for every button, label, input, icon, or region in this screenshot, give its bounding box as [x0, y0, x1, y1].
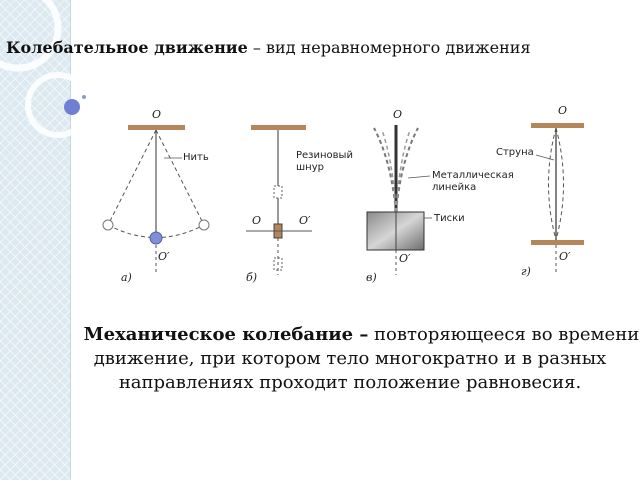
pendulum-beam	[128, 125, 185, 130]
label-rubber-cord-1: Резиновый	[296, 150, 353, 161]
string-top-beam	[531, 123, 584, 128]
definition-term: Механическое колебание –	[83, 324, 369, 345]
label-metal-ruler-2: линейка	[432, 182, 476, 193]
label-string: Струна	[496, 147, 534, 158]
pendulum-bob	[149, 231, 163, 245]
pendulum-bottom-label: O′	[158, 250, 170, 263]
cord-right-label: O′	[299, 214, 311, 227]
slide-heading: Колебательное движение – вид неравномерн…	[6, 38, 640, 57]
panel-pendulum: O O′ Нить а)	[102, 108, 210, 284]
decorative-dot-small	[82, 95, 86, 99]
ruler-bottom-label: O′	[399, 252, 411, 265]
panel-letter-v: в)	[366, 271, 377, 284]
panel-string: O O′ Струна г)	[496, 104, 584, 278]
label-rubber-cord-2: шнур	[296, 162, 324, 173]
decorative-sidebar	[0, 0, 71, 480]
definition-text: повторяющееся во времени движение, при к…	[93, 324, 640, 393]
panel-letter-b: б)	[246, 271, 257, 284]
decorative-dot-large	[64, 99, 80, 115]
string-bottom-beam	[531, 240, 584, 245]
cord-left-label: O	[252, 214, 261, 227]
label-vise: Тиски	[433, 213, 465, 224]
oscillation-figure: O O′ Нить а) O O′ Резиновый шнур б) O	[102, 104, 584, 284]
cord-beam	[251, 125, 306, 130]
panel-rubber-cord: O O′ Резиновый шнур б)	[246, 125, 353, 284]
panel-letter-a: а)	[121, 271, 132, 284]
panel-metal-ruler: O O′ Металлическая линейка Тиски в)	[366, 108, 514, 284]
pendulum-top-label: O	[152, 108, 161, 121]
heading-term: Колебательное движение	[6, 38, 248, 57]
decorative-circles	[0, 0, 91, 138]
definition-paragraph: Механическое колебание – повторяющееся в…	[60, 323, 640, 395]
string-bottom-label: O′	[559, 250, 571, 263]
string-top-label: O	[558, 104, 567, 117]
ruler-top-label: O	[393, 108, 402, 121]
heading-rest: – вид неравномерного движения	[247, 38, 531, 57]
panel-letter-g: г)	[521, 265, 531, 278]
label-metal-ruler-1: Металлическая	[432, 170, 514, 181]
label-thread: Нить	[183, 152, 209, 163]
